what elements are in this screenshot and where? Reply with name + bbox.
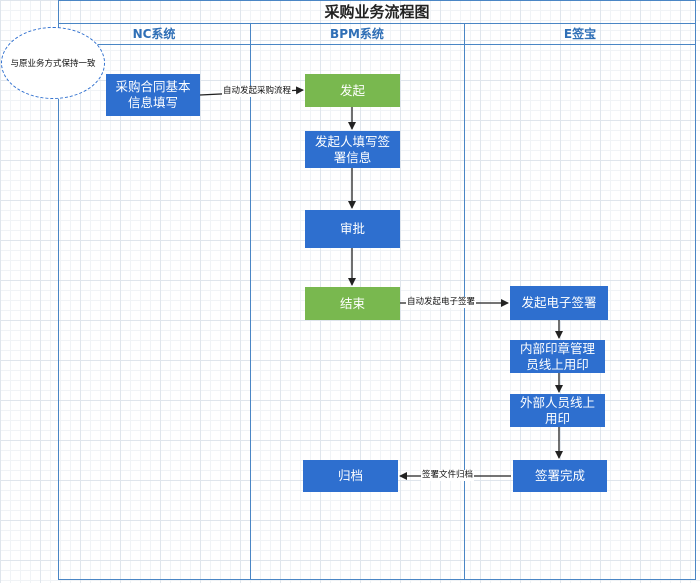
node-label: 归档 — [337, 468, 363, 483]
edge-label-auto-esign: 自动发起电子签署 — [406, 297, 477, 308]
diagram-title: 采购业务流程图 — [58, 0, 696, 24]
node-sign-complete[interactable]: 签署完成 — [513, 460, 607, 492]
node-approve[interactable]: 审批 — [305, 210, 400, 248]
edge-label-auto-purchase: 自动发起采购流程 — [222, 86, 293, 97]
node-label: 内部印章管理员线上用印 — [519, 340, 595, 372]
node-label: 发起 — [339, 82, 365, 98]
node-label: 发起电子签署 — [521, 295, 597, 310]
node-start[interactable]: 发起 — [305, 74, 400, 107]
node-label: 签署完成 — [534, 468, 585, 483]
node-external-seal[interactable]: 外部人员线上用印 — [510, 394, 605, 427]
node-start-esign[interactable]: 发起电子签署 — [510, 286, 608, 320]
node-fill-sign-info[interactable]: 发起人填写签署信息 — [305, 131, 400, 168]
node-archive[interactable]: 归档 — [303, 460, 398, 492]
node-label: 外部人员线上用印 — [519, 394, 595, 426]
node-label: 结束 — [339, 295, 365, 311]
lane-header-bpm: BPM系统 — [250, 24, 464, 45]
note-ellipse: 与原业务方式保持一致 — [1, 27, 105, 99]
node-label: 审批 — [339, 221, 365, 236]
pool-frame — [58, 0, 696, 580]
node-internal-seal[interactable]: 内部印章管理员线上用印 — [510, 340, 605, 373]
node-nc-contract-fill[interactable]: 采购合同基本信息填写 — [106, 74, 200, 116]
lane-header-esign: E签宝 — [464, 24, 696, 45]
lane-divider-1 — [250, 24, 251, 580]
node-end[interactable]: 结束 — [305, 287, 400, 320]
node-label: 采购合同基本信息填写 — [115, 79, 191, 110]
note-text: 与原业务方式保持一致 — [10, 59, 96, 69]
lane-header-nc: NC系统 — [58, 24, 250, 45]
edge-label-archive-file: 签署文件归档 — [421, 470, 475, 481]
node-label: 发起人填写签署信息 — [314, 133, 390, 165]
